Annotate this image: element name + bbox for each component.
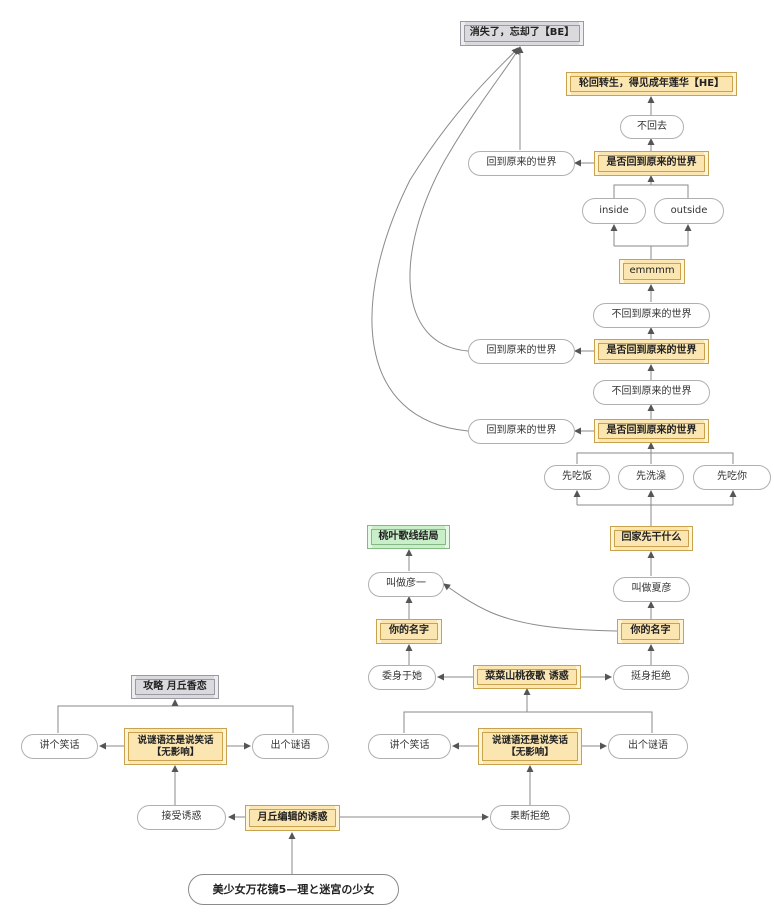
decision-emmmm[interactable]: emmmm [619, 259, 685, 284]
option-inside[interactable]: inside [582, 198, 646, 224]
option-called-yiyi[interactable]: 叫做彦一 [368, 572, 444, 597]
option-return-world-3[interactable]: 回到原来的世界 [468, 151, 575, 176]
option-give-self[interactable]: 委身于她 [368, 665, 436, 690]
option-eat-you-first[interactable]: 先吃你 [693, 465, 771, 490]
option-called-xiayan[interactable]: 叫做夏彦 [613, 577, 690, 602]
root-node-title[interactable]: 美少女万花镜5—理と迷宮の少女 [188, 874, 399, 905]
option-left-give-riddle[interactable]: 出个谜语 [252, 734, 329, 759]
decision-home-first[interactable]: 回家先干什么 [610, 526, 693, 551]
decision-return-world-1[interactable]: 是否回到原来的世界 [594, 419, 709, 443]
option-left-tell-joke[interactable]: 讲个笑话 [21, 734, 98, 759]
decision-caicai-temptation[interactable]: 菜菜山桃夜歌 诱惑 [473, 665, 581, 689]
option-accept-temptation[interactable]: 接受诱惑 [137, 805, 226, 830]
option-right-tell-joke[interactable]: 讲个笑话 [368, 734, 451, 759]
decision-return-world-3[interactable]: 是否回到原来的世界 [594, 151, 709, 176]
decision-left-riddle-or-joke[interactable]: 说谜语还是说笑话 【无影响】 [124, 728, 227, 765]
decision-your-name-left[interactable]: 你的名字 [376, 619, 442, 644]
decision-yueqiu-temptation[interactable]: 月丘编辑的诱惑 [245, 805, 340, 831]
decision-your-name-right[interactable]: 你的名字 [617, 619, 684, 644]
option-outside[interactable]: outside [654, 198, 724, 224]
ending-route-yueqiu[interactable]: 攻略 月丘香恋 [131, 675, 219, 699]
ending-he[interactable]: 轮回转生，得见成年莲华【HE】 [566, 72, 737, 96]
decision-right-riddle-or-joke[interactable]: 说谜语还是说笑话 【无影响】 [478, 728, 582, 765]
option-eat-first[interactable]: 先吃饭 [544, 465, 610, 490]
option-refuse-decisively[interactable]: 果断拒绝 [490, 805, 570, 830]
option-not-return-world-2[interactable]: 不回到原来的世界 [593, 303, 710, 328]
option-refuse-firmly[interactable]: 挺身拒绝 [613, 665, 689, 690]
option-return-world-2[interactable]: 回到原来的世界 [468, 339, 575, 364]
ending-taoye-route[interactable]: 桃叶歌线结局 [367, 525, 450, 549]
option-return-world-1[interactable]: 回到原来的世界 [468, 419, 575, 444]
option-not-go-back[interactable]: 不回去 [620, 115, 684, 139]
option-right-give-riddle[interactable]: 出个谜语 [608, 734, 688, 759]
option-not-return-world-1[interactable]: 不回到原来的世界 [593, 380, 710, 405]
option-bath-first[interactable]: 先洗澡 [618, 465, 684, 490]
ending-be[interactable]: 消失了，忘却了【BE】 [460, 21, 584, 46]
decision-return-world-2[interactable]: 是否回到原来的世界 [594, 339, 709, 364]
